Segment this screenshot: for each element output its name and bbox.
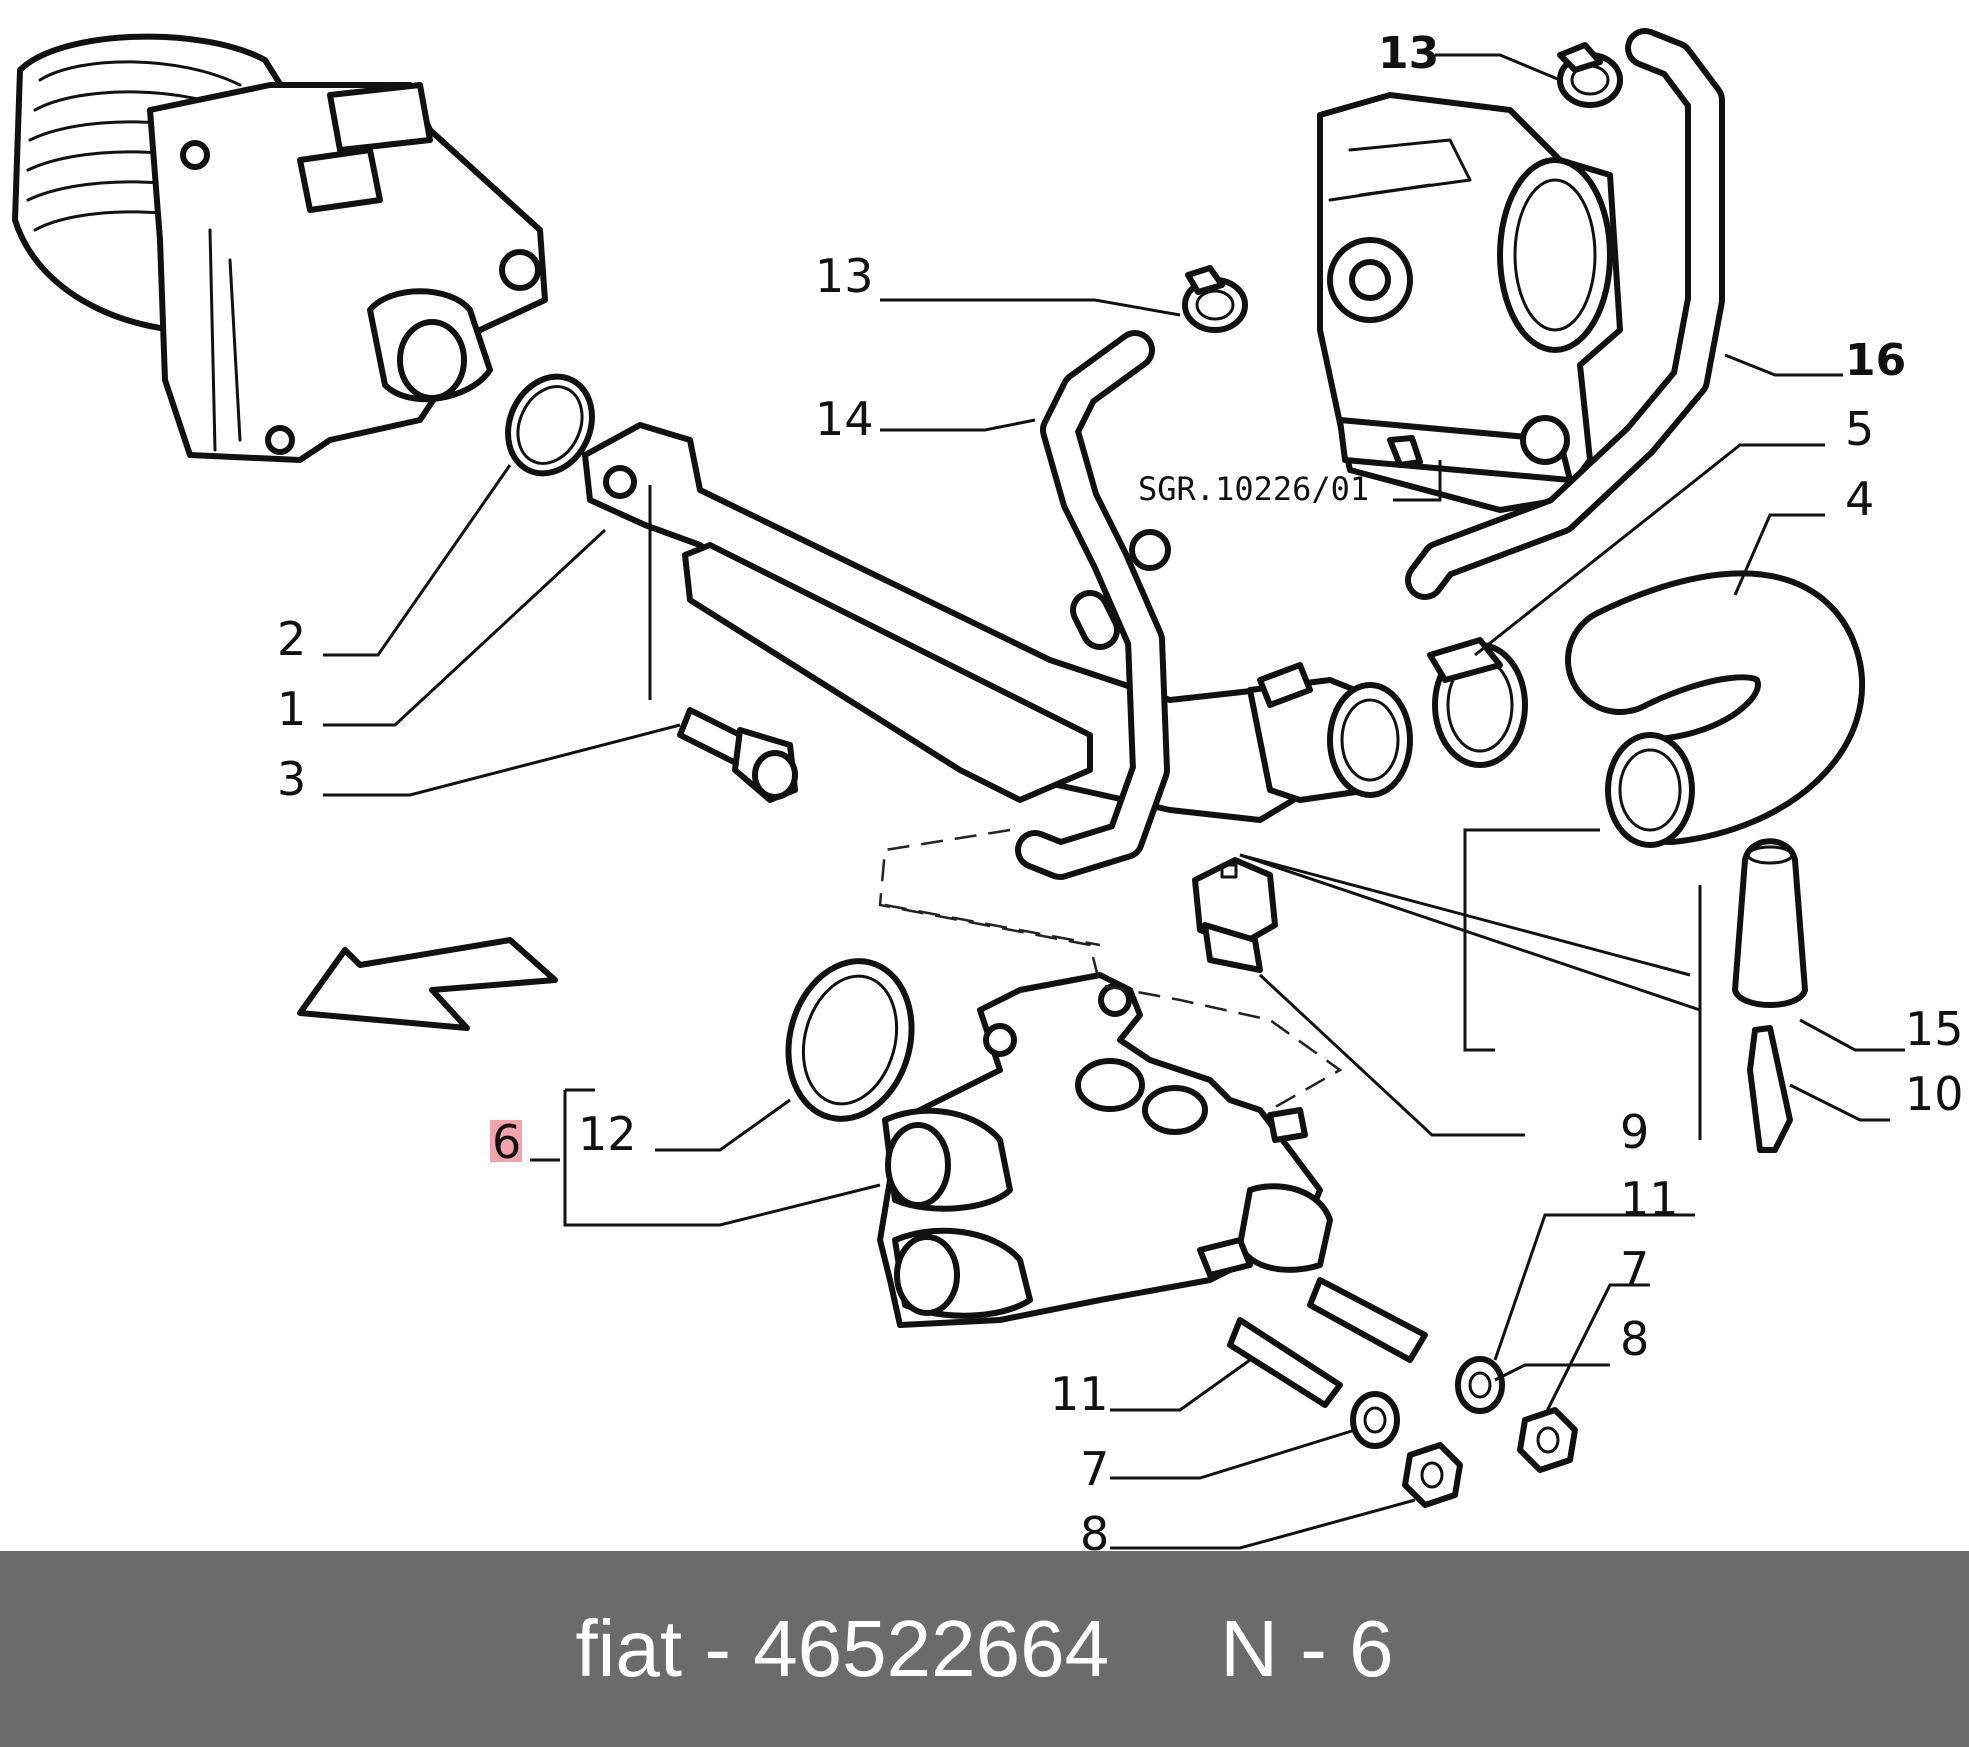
label-12: 12 xyxy=(578,1107,637,1161)
label-2: 2 xyxy=(277,612,306,666)
clamp-part-5 xyxy=(1427,637,1528,768)
clamp-part-13-top xyxy=(1557,42,1623,108)
label-1: 1 xyxy=(277,682,306,736)
o-ring-part-12 xyxy=(785,958,915,1122)
part-number-text: fiat - 46522664 N - 6 xyxy=(575,1604,1394,1693)
label-11-right: 11 xyxy=(1620,1172,1679,1226)
nut-part-8-right xyxy=(1517,1407,1578,1473)
label-13-top: 13 xyxy=(1378,28,1439,79)
stud-part-11-left xyxy=(1227,1317,1343,1408)
label-14: 14 xyxy=(815,392,874,446)
label-9: 9 xyxy=(1620,1105,1649,1159)
part-number-banner: fiat - 46522664 N - 6 xyxy=(0,1551,1969,1747)
label-11-left: 11 xyxy=(1050,1367,1109,1421)
hose-part-16 xyxy=(1405,28,1725,600)
nut-part-8-left xyxy=(1402,1442,1463,1508)
label-8-left: 8 xyxy=(1080,1507,1109,1551)
sensor-part-9 xyxy=(1192,857,1278,973)
clamp-part-13-mid xyxy=(1182,265,1248,333)
hose-part-14 xyxy=(1015,330,1171,880)
label-16: 16 xyxy=(1845,335,1906,386)
label-13-mid: 13 xyxy=(815,249,874,303)
throttle-body-illustration xyxy=(1317,92,1623,513)
label-8-right: 8 xyxy=(1620,1312,1649,1366)
label-4: 4 xyxy=(1845,472,1874,526)
washer-part-7-left xyxy=(1350,1391,1400,1449)
label-7-left: 7 xyxy=(1080,1442,1109,1496)
water-pump-illustration xyxy=(12,33,548,463)
label-3: 3 xyxy=(277,752,306,806)
label-6: 6 xyxy=(492,1115,521,1169)
label-7-right: 7 xyxy=(1620,1242,1649,1296)
hose-part-4 xyxy=(1565,570,1866,848)
highlight-part-6 xyxy=(490,1120,522,1162)
clip-part-10 xyxy=(1747,1025,1793,1153)
label-15: 15 xyxy=(1905,1002,1964,1056)
parts-diagram: 2 1 3 14 13 13 16 5 4 SGR.10226/01 15 10… xyxy=(12,28,1964,1551)
boot-part-15 xyxy=(1732,838,1808,1008)
direction-arrow-icon xyxy=(297,937,558,1031)
diagram-code: SGR.10226/01 xyxy=(1138,470,1369,508)
washer-part-7-right xyxy=(1455,1356,1505,1414)
assembly-dashed-lines xyxy=(878,828,1343,1112)
label-5: 5 xyxy=(1845,402,1874,456)
bolt-part-3 xyxy=(677,707,798,803)
leader-lines xyxy=(323,53,1905,1550)
part-labels: 2 1 3 14 13 13 16 5 4 SGR.10226/01 15 10… xyxy=(277,28,1964,1551)
stud-part-11-right xyxy=(1307,1277,1428,1363)
thermostat-housing-part-6 xyxy=(877,972,1333,1328)
label-10: 10 xyxy=(1905,1067,1964,1121)
